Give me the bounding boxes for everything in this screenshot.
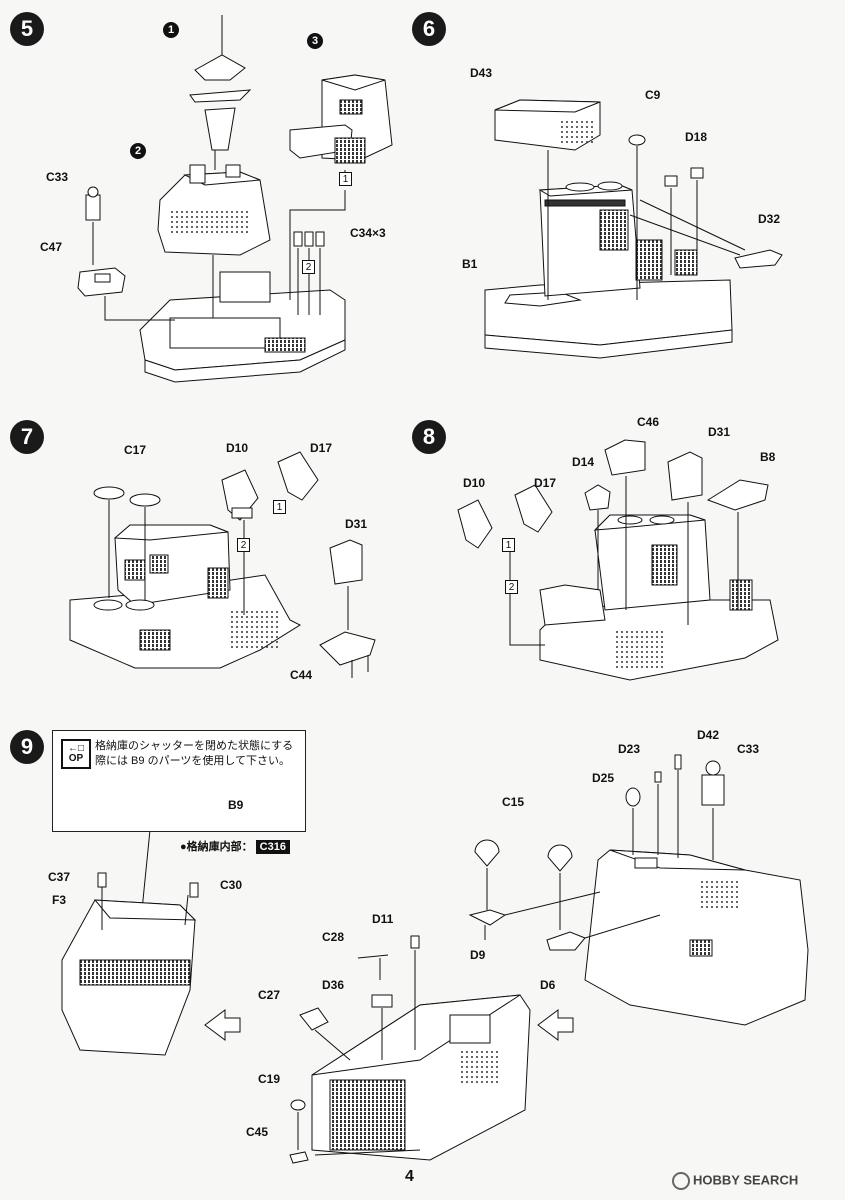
part-label-d31: D31 — [708, 425, 731, 439]
part-label-c33: C33 — [46, 170, 69, 184]
guide-marker-1: 1 — [273, 500, 286, 514]
part-label-d14: D14 — [572, 455, 595, 469]
page-number: 4 — [405, 1168, 414, 1185]
subassembly-number-3: 3 — [307, 33, 323, 49]
part-label-b9: B9 — [228, 798, 244, 812]
part-label-c34: C34×3 — [350, 226, 386, 240]
part-label-b1: B1 — [462, 257, 478, 271]
step-number-8: 8 — [412, 420, 446, 454]
part-label-d32: D32 — [758, 212, 781, 226]
part-label-c15: C15 — [502, 795, 525, 809]
part-label-d17: D17 — [310, 441, 333, 455]
step7-drawing — [69, 451, 376, 678]
part-label-d17: D17 — [534, 476, 557, 490]
part-label-d36: D36 — [322, 978, 345, 992]
part-label-c19: C19 — [258, 1072, 281, 1086]
part-label-c28: C28 — [322, 930, 345, 944]
part-label-d6: D6 — [540, 978, 556, 992]
guide-marker-1: 1 — [339, 172, 352, 186]
guide-marker-2: 2 — [237, 538, 250, 552]
subassembly-number-1: 1 — [163, 22, 179, 38]
step6-drawing — [484, 99, 783, 359]
part-label-d31: D31 — [345, 517, 368, 531]
hobby-search-logo-icon — [672, 1172, 690, 1190]
subassembly-number-2: 2 — [130, 143, 146, 159]
part-label-d10: D10 — [463, 476, 486, 490]
hangar-interior-label: ●格納庫内部： — [180, 841, 253, 853]
step-number-5: 5 — [10, 12, 44, 46]
part-label-d9: D9 — [470, 948, 486, 962]
part-label-c30: C30 — [220, 878, 243, 892]
guide-marker-2: 2 — [302, 260, 315, 274]
part-label-d11: D11 — [372, 912, 394, 926]
shutter-note-box: ←□ OP 格納庫のシャッターを閉めた状態にする際には B9 のパーツを使用して… — [52, 730, 306, 832]
optional-part-icon: ←□ OP — [61, 739, 91, 769]
part-label-d10: D10 — [226, 441, 249, 455]
part-label-c17: C17 — [124, 443, 147, 457]
guide-marker-1: 1 — [502, 538, 515, 552]
part-label-c9: C9 — [645, 88, 661, 102]
step9-drawing — [61, 754, 809, 1164]
optional-icon-text: OP — [68, 753, 84, 764]
part-label-f3: F3 — [52, 893, 67, 907]
step-number-7: 7 — [10, 420, 44, 454]
step-number-6: 6 — [412, 12, 446, 46]
credit-text: HOBBY SEARCH — [693, 1172, 799, 1188]
part-label-c33: C33 — [737, 742, 760, 756]
optional-icon-top: ←□ — [67, 743, 85, 754]
guide-marker-2: 2 — [505, 580, 518, 594]
part-label-d18: D18 — [685, 130, 708, 144]
hangar-interior-color-code: C316 — [255, 840, 290, 854]
step5-drawing — [77, 15, 393, 383]
part-label-d42: D42 — [697, 728, 720, 742]
step8-drawing — [457, 439, 779, 681]
part-label-c37: C37 — [48, 870, 71, 884]
shutter-note-text: 格納庫のシャッターを閉めた状態にする際には B9 のパーツを使用して下さい。 — [95, 740, 294, 767]
hangar-interior-note: ●格納庫内部：C316 — [180, 838, 290, 854]
part-label-d43: D43 — [470, 66, 493, 80]
watermark-credit: HOBBY SEARCH — [672, 1172, 798, 1190]
part-label-c47: C47 — [40, 240, 63, 254]
part-label-c46: C46 — [637, 415, 660, 429]
step-number-9: 9 — [10, 730, 44, 764]
part-label-b8: B8 — [760, 450, 776, 464]
part-label-c44: C44 — [290, 668, 313, 682]
part-label-d25: D25 — [592, 771, 615, 785]
part-label-d23: D23 — [618, 742, 641, 756]
part-label-c45: C45 — [246, 1125, 269, 1139]
part-label-c27: C27 — [258, 988, 281, 1002]
